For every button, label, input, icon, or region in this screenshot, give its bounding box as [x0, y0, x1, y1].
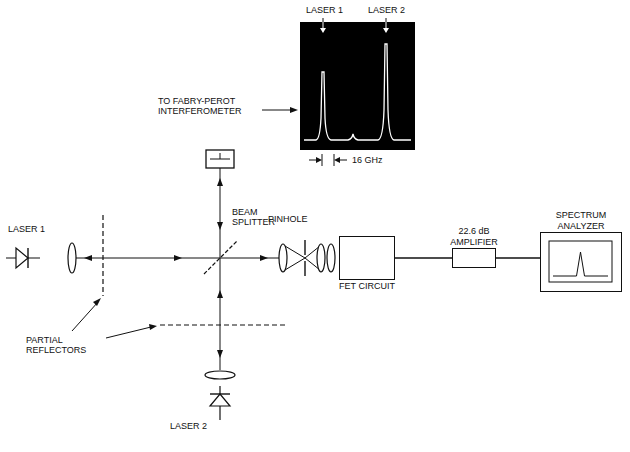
instrument-label: 22.6 dB AMPLIFIER [447, 225, 502, 248]
lens [327, 244, 335, 272]
signal-cable [496, 257, 540, 258]
pointer-line [386, 22, 387, 28]
instrument-label: FET CIRCUIT [339, 280, 395, 292]
diode-symbol [210, 393, 230, 394]
partial-reflector [102, 215, 103, 296]
beam-arrow [217, 290, 223, 298]
diode-symbol [210, 394, 230, 406]
beam-splitter [204, 241, 237, 274]
light-cone [285, 246, 320, 270]
spectrum-inset [300, 22, 415, 150]
pointer-head [290, 107, 298, 113]
analyzer-screen [541, 233, 620, 290]
pointer-line [323, 22, 324, 28]
spectrum-trace [304, 44, 411, 140]
lens [279, 244, 287, 272]
partial-reflector [160, 324, 286, 325]
analyzer-screen [549, 241, 612, 282]
pointer-line [386, 18, 387, 22]
beam-arrow [84, 255, 92, 261]
pointer-line [323, 18, 324, 22]
pointer-line [262, 110, 292, 111]
part-label: LASER 2 [170, 421, 207, 431]
instrument-label: SPECTRUM ANALYZER [545, 209, 617, 232]
instrument-box: SPECTRUM ANALYZER [540, 209, 622, 292]
diode-symbol [16, 248, 28, 268]
beam-arrow [174, 255, 182, 261]
interferometer-symbol [206, 150, 234, 168]
part-label: 16 GHz [352, 155, 383, 165]
lens [205, 371, 235, 379]
box-outline [540, 232, 622, 292]
box-outline [452, 248, 496, 268]
signal-cable [395, 257, 452, 258]
interferometer-symbol [220, 153, 221, 159]
leader-line [106, 327, 151, 338]
part-label: PARTIAL REFLECTORS [26, 335, 106, 356]
part-label: LASER 1 [306, 5, 343, 15]
instrument-box: 22.6 dB AMPLIFIER [447, 225, 502, 268]
beam-arrow [217, 350, 223, 358]
dimension-head [316, 157, 322, 163]
pinhole-plate [304, 261, 305, 276]
lens [68, 243, 76, 273]
beam-arrow [260, 255, 268, 261]
lens [317, 244, 325, 272]
diode-symbol [27, 248, 28, 268]
beam-arrow [217, 178, 223, 186]
part-label: TO FABRY-PEROT INTERFEROMETER [158, 96, 256, 117]
light-beam [220, 168, 221, 370]
part-label: LASER 1 [8, 224, 45, 234]
instrument-box: FET CIRCUIT [339, 236, 395, 292]
leader-line [72, 302, 98, 331]
leader-head [149, 324, 157, 330]
part-label: PINHOLE [268, 214, 308, 224]
box-outline [339, 236, 395, 280]
pointer-head [383, 28, 389, 33]
part-label: LASER 2 [368, 5, 405, 15]
beam-arrow [217, 222, 223, 230]
analyzer-trace [553, 252, 608, 276]
pinhole-plate [304, 240, 305, 255]
leader-head [93, 298, 101, 306]
dimension-head [334, 157, 340, 163]
pointer-head [320, 28, 326, 33]
